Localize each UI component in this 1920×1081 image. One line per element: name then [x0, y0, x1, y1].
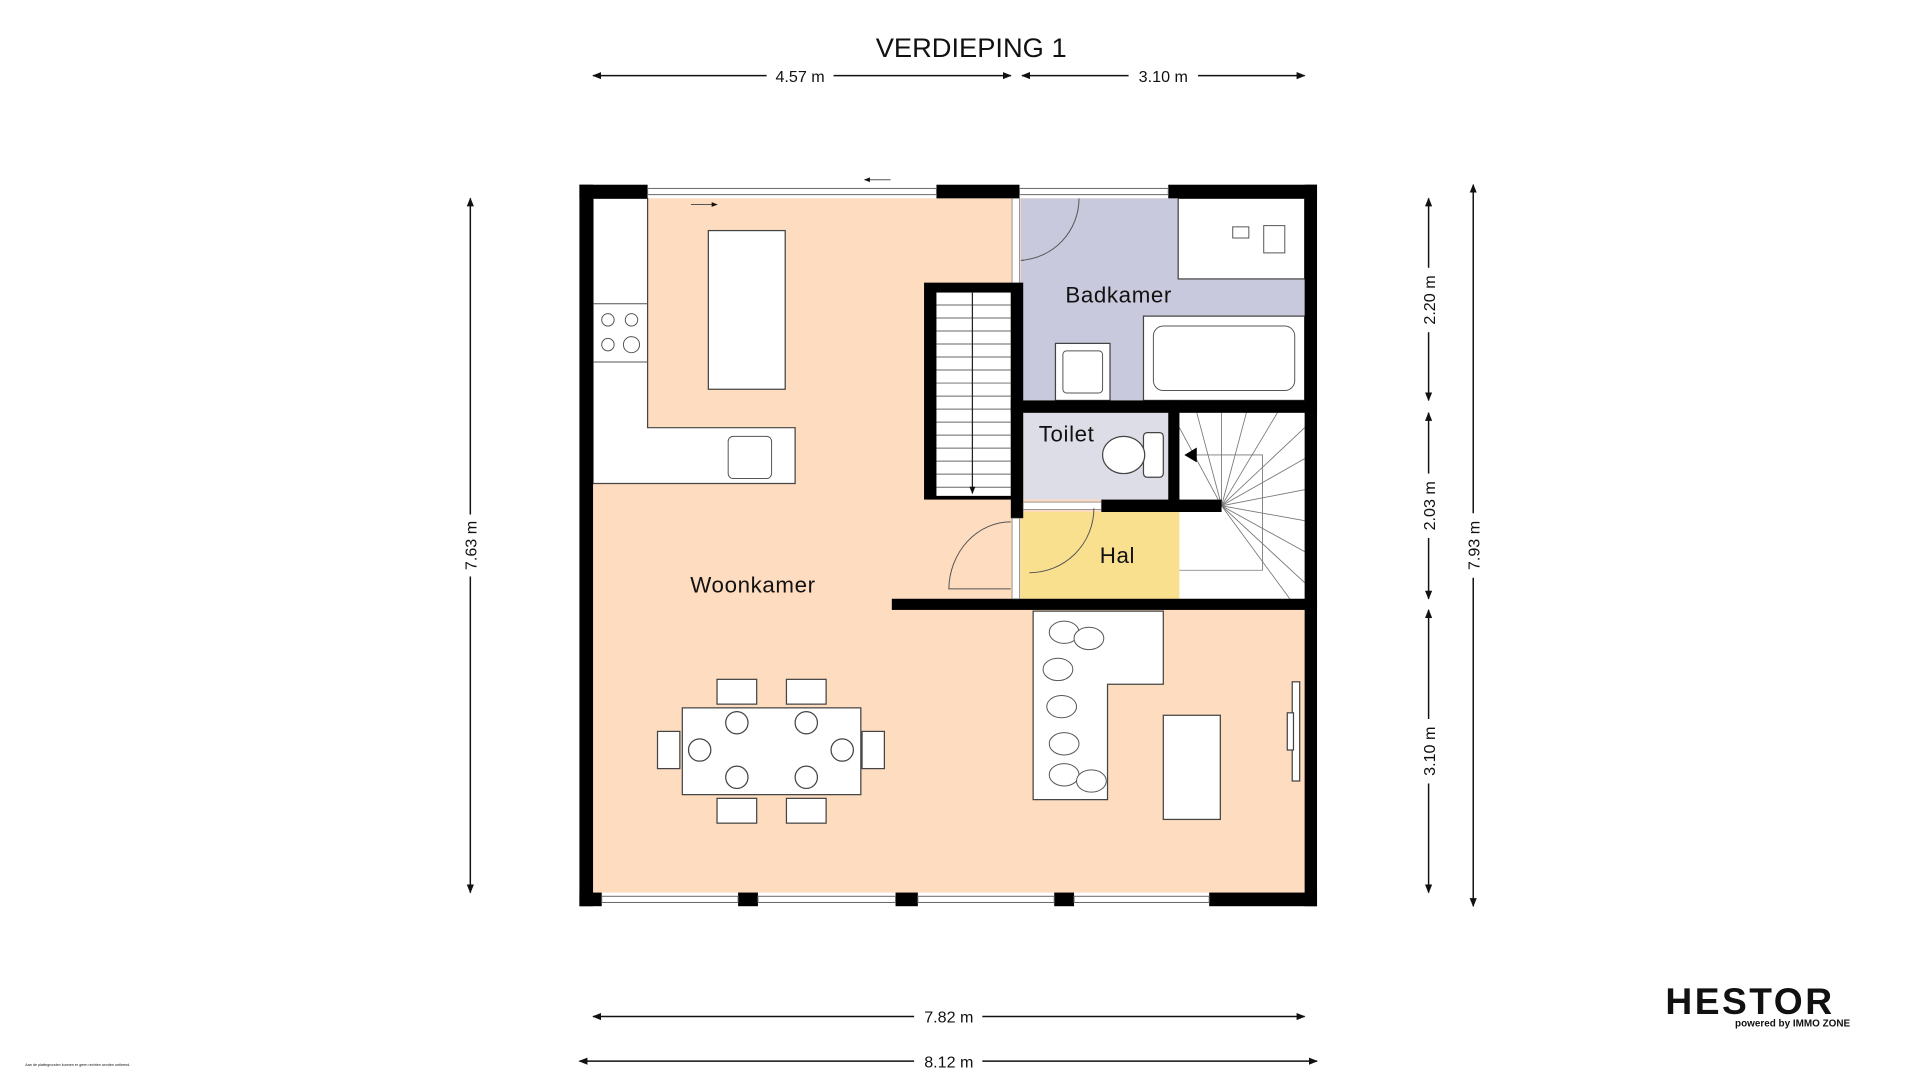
sofa-cushion: [1048, 732, 1080, 756]
chair: [716, 678, 758, 705]
sofa-cushion: [1046, 694, 1078, 719]
dimension-right-total: 7.93 m: [1465, 183, 1483, 908]
stair-tread: [1221, 427, 1305, 507]
kitchen-sink-icon: [727, 435, 773, 480]
dimension-right-1: 2.20 m: [1421, 197, 1439, 402]
dimension-right-3: 3.10 m: [1421, 609, 1439, 894]
walls: [579, 184, 1318, 907]
plate: [794, 710, 819, 735]
kitchen-island: [707, 229, 786, 390]
dimension-right-2: 2.03 m: [1421, 411, 1439, 600]
stair-tread: [1221, 505, 1305, 553]
stair-tread: [1196, 412, 1222, 506]
sofa: [1032, 610, 1164, 801]
coffee-table: [1162, 714, 1221, 821]
sofa-cushion: [1076, 769, 1107, 793]
shower-head-icon: [1263, 225, 1286, 254]
dimension-label: 8.12 m: [924, 1053, 973, 1071]
dimension-top-right: 3.10 m: [1021, 68, 1306, 86]
shower-shelf-icon: [1232, 226, 1250, 239]
stair-tread: [1179, 427, 1222, 506]
stair-tread: [1221, 489, 1305, 507]
shower: [1177, 197, 1306, 280]
windows: [601, 187, 1210, 903]
dimension-bottom-outer: 8.12 m: [578, 1053, 1318, 1071]
dimension-bottom-inner: 7.82 m: [592, 1009, 1306, 1027]
stair-tread: [1221, 458, 1305, 507]
hestor-logo: HESTOR powered by IMMO ZONE: [1665, 980, 1850, 1029]
disclaimer: Aan de plattegronden kunnen er geen rech…: [25, 1063, 130, 1067]
sliding-arrows-icon: [690, 177, 891, 207]
plate: [794, 765, 819, 790]
chair: [656, 730, 681, 770]
chair: [716, 797, 758, 824]
stair-tread: [1221, 505, 1305, 583]
dimension-label: 3.10 m: [1139, 68, 1188, 86]
chair: [785, 678, 827, 705]
chair: [785, 797, 827, 824]
straight-stairs: [924, 282, 1021, 500]
room-label-badkamer: Badkamer: [1065, 282, 1172, 307]
chair: [861, 730, 885, 770]
sofa-cushion: [1048, 763, 1080, 787]
sink-basin-icon: [1062, 350, 1104, 394]
bathtub: [1142, 315, 1306, 402]
stair-tread: [1221, 505, 1305, 522]
dimension-label: 2.03 m: [1421, 481, 1439, 530]
dimension-label: 7.93 m: [1465, 521, 1483, 570]
doors: [948, 197, 1102, 600]
plate: [830, 738, 855, 762]
room-label-toilet: Toilet: [1039, 421, 1095, 446]
logo-tagline: powered by IMMO ZONE: [1735, 1018, 1850, 1029]
tv: [1286, 681, 1301, 782]
sofa-cushion: [1073, 626, 1105, 651]
plan-title: VERDIEPING 1: [876, 32, 1067, 63]
bathtub-basin: [1152, 325, 1296, 391]
stair-tread: [1221, 412, 1278, 507]
logo-brand: HESTOR: [1665, 980, 1834, 1022]
plate: [687, 738, 712, 762]
stair-tread: [1221, 412, 1247, 506]
room-label-hal: Hal: [1100, 543, 1135, 568]
toilet-icon: [1101, 432, 1164, 478]
plate: [725, 710, 749, 735]
dimension-label: 2.20 m: [1421, 275, 1439, 324]
dimension-label: 7.63 m: [463, 521, 481, 570]
room-label-woonkamer: Woonkamer: [690, 573, 815, 598]
dimension-label: 7.82 m: [924, 1009, 973, 1027]
dimension-top-left: 4.57 m: [592, 68, 1012, 86]
spiral-stairs: [1179, 412, 1305, 600]
hal-floor: [1020, 511, 1180, 599]
dimension-label: 4.57 m: [775, 68, 824, 86]
stair-arrow-icon: [1184, 447, 1197, 463]
stair-tread: [1221, 505, 1291, 600]
dimension-label: 3.10 m: [1421, 727, 1439, 776]
plate: [725, 765, 749, 790]
stair-walkline: [1179, 454, 1263, 571]
stove-icon: [601, 313, 641, 354]
dining-table: [656, 678, 885, 824]
dimension-left: 7.63 m: [463, 197, 481, 894]
sofa-cushion: [1042, 657, 1074, 682]
